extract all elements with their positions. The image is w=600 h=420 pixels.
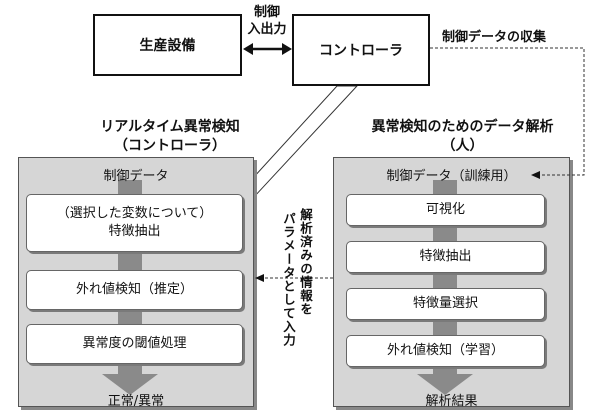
- io-label-line1: 制御: [253, 5, 280, 20]
- left-panel-title: リアルタイム異常検知 （コントローラ）: [20, 118, 320, 156]
- right-step-3-label: 特徴量選択: [412, 296, 478, 311]
- right-step-feature-extraction: 特徴抽出: [346, 241, 545, 273]
- left-step-2-line1: 外れ値検知（推定）: [75, 282, 193, 297]
- left-step-1-line1: （選択した変数について）: [56, 206, 213, 221]
- parameter-input-label-line2: パラメータとして入力: [281, 212, 296, 347]
- right-step-outlier-learning: 外れ値検知（学習）: [346, 335, 545, 367]
- right-panel-title: 異常検知のためのデータ解析 （人）: [330, 118, 595, 156]
- left-title-line2: （コントローラ）: [114, 138, 226, 154]
- production-equipment-box: 生産設備: [93, 14, 242, 76]
- right-step-4-label: 外れ値検知（学習）: [386, 343, 504, 358]
- right-step-visualization: 可視化: [346, 194, 545, 226]
- io-label-line2: 入出力: [247, 22, 287, 37]
- right-step-feature-selection: 特徴量選択: [346, 288, 545, 320]
- production-equipment-label: 生産設備: [139, 38, 196, 54]
- left-step-1-line2: 特徴抽出: [108, 224, 161, 239]
- right-step-2-label: 特徴抽出: [419, 249, 472, 264]
- right-step-1-label: 可視化: [425, 202, 465, 217]
- left-step-3-line1: 異常度の閾値処理: [82, 336, 187, 351]
- right-title-line1: 異常検知のためのデータ解析: [371, 119, 554, 135]
- controller-label: コントローラ: [319, 43, 403, 59]
- right-input-label: 制御データ（訓練用）: [386, 169, 517, 184]
- left-title-line1: リアルタイム異常検知: [100, 119, 240, 135]
- io-label: 制御 入出力: [242, 4, 292, 38]
- right-title-line2: （人）: [441, 138, 484, 154]
- left-step-feature-extraction: （選択した変数について） 特徴抽出: [26, 194, 243, 252]
- left-step-threshold: 異常度の閾値処理: [26, 324, 243, 364]
- parameter-input-label-line1: 解析済みの情報を: [298, 208, 313, 316]
- right-output-label: 解析結果: [425, 394, 478, 409]
- left-input-label: 制御データ: [103, 169, 169, 184]
- left-step-outlier-detection: 外れ値検知（推定）: [26, 270, 243, 310]
- data-collection-label: 制御データの収集: [442, 30, 547, 45]
- left-output-label: 正常/異常: [107, 394, 165, 409]
- controller-box: コントローラ: [292, 14, 430, 86]
